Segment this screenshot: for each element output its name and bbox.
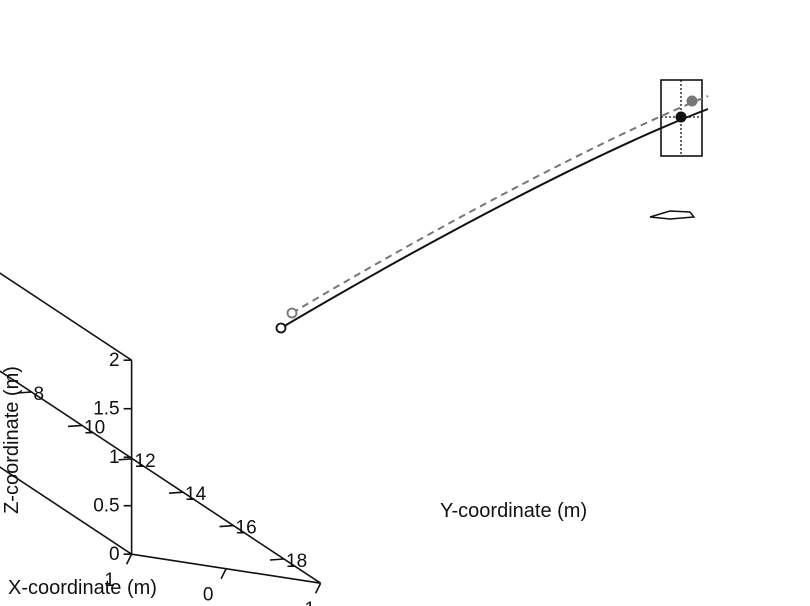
y-tick-label: 8 <box>34 384 45 405</box>
trajectory-start-marker-2 <box>286 307 298 319</box>
y-tick-label: 10 <box>84 417 105 438</box>
x-tick-label: -1 <box>298 599 315 606</box>
z-axis-title: Z-coordinate (m) <box>1 366 23 514</box>
x-tick-label: 0 <box>203 585 214 606</box>
x-tick <box>314 582 322 594</box>
y-tick-label: 12 <box>135 451 156 472</box>
box-edge <box>0 370 322 584</box>
ground-marker-shape <box>649 210 696 220</box>
y-tick-label: 16 <box>236 518 257 539</box>
box-edge <box>0 272 133 361</box>
trajectory-line-1 <box>280 108 709 329</box>
z-tick-label: 0.5 <box>93 496 119 517</box>
y-tick <box>168 491 184 494</box>
axis-ticks <box>17 359 322 594</box>
y-tick-label: 18 <box>286 551 307 572</box>
trajectory-line-2 <box>291 95 709 314</box>
x-tick <box>125 553 133 565</box>
y-tick <box>67 424 83 428</box>
y-tick <box>118 458 133 461</box>
x-tick <box>220 568 227 580</box>
trajectory-start-marker-1 <box>275 322 287 334</box>
y-tick <box>17 391 32 394</box>
trajectory-end-marker-1 <box>675 111 687 123</box>
z-tick-label: 2 <box>109 350 120 371</box>
y-tick <box>219 524 234 528</box>
z-tick-label: 1.5 <box>93 399 119 420</box>
trajectory-series <box>275 95 709 334</box>
bounding-box <box>0 272 322 585</box>
trajectory-end-marker-2 <box>686 95 698 107</box>
z-tick-label: 1 <box>109 447 120 468</box>
ground-marker <box>649 210 696 220</box>
box-edge <box>0 466 133 555</box>
y-tick-label: 14 <box>185 484 207 505</box>
x-axis-title: X-coordinate (m) <box>8 577 157 599</box>
y-tick <box>269 558 285 561</box>
y-axis-title: Y-coordinate (m) <box>440 500 587 522</box>
z-tick-label: 0 <box>109 544 120 565</box>
x-tick-label: 1 <box>104 570 115 591</box>
